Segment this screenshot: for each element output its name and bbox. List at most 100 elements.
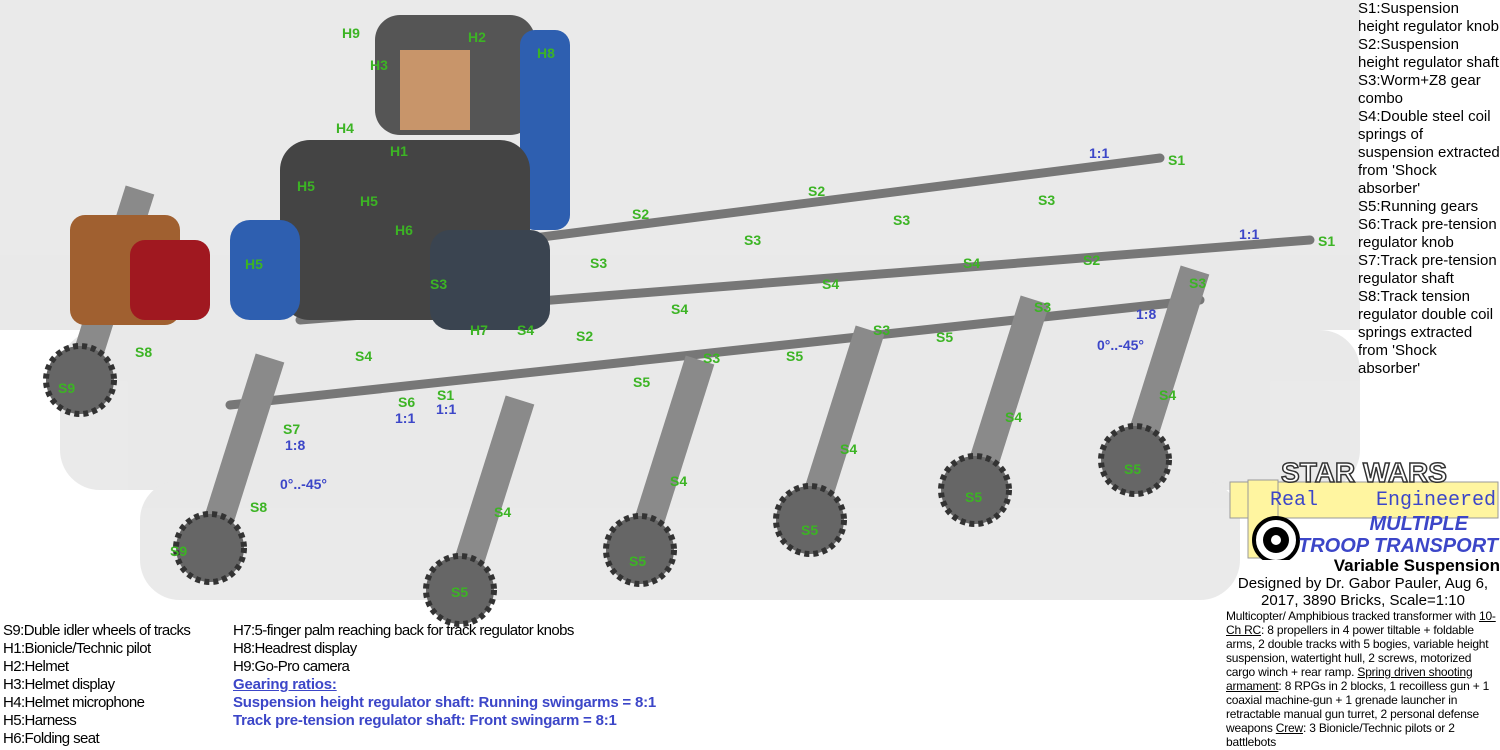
part-label: H8: [537, 45, 555, 61]
part-label: S9: [58, 380, 76, 396]
part-label: 1:1: [436, 401, 457, 417]
part-label: S4: [1159, 387, 1177, 403]
part-label: H5: [245, 256, 263, 272]
part-label: S3: [430, 276, 448, 292]
part-label: S5: [1124, 461, 1142, 477]
part-label: S3: [1189, 275, 1207, 291]
part-label: S5: [451, 584, 469, 600]
legend-item: H7:5-finger palm reaching back for track…: [233, 622, 574, 639]
running-gear-wheel: [938, 453, 1012, 527]
part-label: S1: [1168, 152, 1186, 168]
bogies: [43, 185, 1210, 627]
logo-real: Real: [1270, 489, 1318, 512]
part-label: H3: [370, 57, 388, 73]
part-label: H4: [336, 120, 354, 136]
legend-item: H5:Harness: [3, 712, 77, 729]
part-label: S1: [1318, 233, 1336, 249]
part-label: S4: [517, 322, 535, 338]
legend-item: S1:Suspension height regulator knob: [1358, 0, 1499, 35]
legend-item: H4:Helmet microphone: [3, 694, 145, 711]
legend-item: H3:Helmet display: [3, 676, 115, 693]
legend-item: H2:Helmet: [3, 658, 69, 675]
part-label: S4: [355, 348, 373, 364]
part-label: 1:8: [285, 437, 306, 453]
legend-item: H9:Go-Pro camera: [233, 658, 350, 675]
part-label: S2: [1083, 252, 1101, 268]
gearing-title: Gearing ratios:: [233, 676, 337, 693]
part-label: S3: [1038, 192, 1056, 208]
legend-bottom-middle: H7:5-finger palm reaching back for track…: [233, 622, 656, 730]
armament-title: Spring driven shooting armament: [1226, 665, 1473, 693]
part-label: S4: [494, 504, 512, 520]
part-label: H2: [468, 29, 486, 45]
part-label: S4: [840, 441, 858, 457]
part-label: S4: [822, 276, 840, 292]
part-label: S4: [1005, 409, 1023, 425]
running-gear-wheel: [603, 513, 677, 587]
crew-title: Crew: [1275, 721, 1303, 735]
pilot: [70, 15, 570, 330]
part-label: H5: [360, 193, 378, 209]
legend-item: S3:Worm+Z8 gear combo: [1358, 72, 1481, 107]
description: Multicopter/ Amphibious tracked transfor…: [1226, 609, 1500, 749]
legend-right: S1:Suspension height regulator knob S2:S…: [1358, 0, 1500, 378]
logo-troop-transport: TROOP TRANSPORT: [1298, 535, 1500, 557]
part-label: S4: [670, 473, 688, 489]
desc-text: : 8 propellers in 4 power tiltable + fol…: [1226, 623, 1489, 679]
legend-bottom-left: S9:Duble idler wheels of tracks H1:Bioni…: [3, 622, 191, 748]
part-label: S3: [590, 255, 608, 271]
part-label: S3: [703, 350, 721, 366]
legend-item: S4:Double steel coil springs of suspensi…: [1358, 108, 1500, 197]
part-label: S4: [963, 255, 981, 271]
part-label: H7: [470, 322, 488, 338]
running-gear-wheel: [773, 483, 847, 557]
part-label: 0°..-45°: [280, 476, 327, 492]
logo-engineered: Engineered: [1376, 489, 1496, 512]
part-label: 1:1: [1089, 145, 1110, 161]
part-label: S5: [629, 553, 647, 569]
part-label: S5: [936, 329, 954, 345]
running-gear-wheel: [423, 553, 497, 627]
part-label: S5: [633, 374, 651, 390]
part-label: S8: [250, 499, 268, 515]
running-gear-wheel: [173, 511, 247, 585]
part-label: S7: [283, 421, 301, 437]
legend-item: S9:Duble idler wheels of tracks: [3, 622, 191, 639]
gearing-line: Suspension height regulator shaft: Runni…: [233, 694, 657, 711]
part-label: 0°..-45°: [1097, 337, 1144, 353]
part-label: S8: [135, 344, 153, 360]
part-label: S2: [808, 183, 826, 199]
part-label: S4: [671, 301, 689, 317]
part-label: S3: [873, 322, 891, 338]
star-wars-logo: STAR WARS Real Engineered MULTIPLE TROOP…: [1229, 460, 1500, 560]
running-gear-wheel: [1098, 423, 1172, 497]
part-label: S9: [170, 543, 188, 559]
desc-rc: 10-Ch RC: [1226, 609, 1496, 637]
part-label: S5: [965, 489, 983, 505]
credits: Variable Suspension Designed by Dr. Gabo…: [1226, 556, 1500, 749]
running-gear-wheel: [43, 343, 117, 417]
gearing-line: Track pre-tension regulator shaft: Front…: [233, 712, 617, 729]
legend-item: H1:Bionicle/Technic pilot: [3, 640, 151, 657]
legend-item: S8:Track tension regulator double coil s…: [1358, 288, 1494, 377]
part-label: S2: [632, 206, 650, 222]
part-label: S6: [398, 394, 416, 410]
logo-multiple: MULTIPLE: [1369, 513, 1468, 535]
legend-item: S2:Suspension height regulator shaft: [1358, 36, 1499, 71]
part-label: 1:1: [1239, 226, 1260, 242]
legend-item: S5:Running gears: [1358, 198, 1479, 215]
logo-star-wars: STAR WARS: [1281, 460, 1447, 488]
subtitle: Variable Suspension: [1333, 556, 1500, 575]
part-label: H5: [297, 178, 315, 194]
legend-item: H8:Headrest display: [233, 640, 357, 657]
legend-item: S7:Track pre-tension regulator shaft: [1358, 252, 1497, 287]
part-label: S3: [893, 212, 911, 228]
part-label: S5: [786, 348, 804, 364]
desc-text: Multicopter/ Amphibious tracked transfor…: [1226, 609, 1479, 623]
part-label: S3: [744, 232, 762, 248]
legend-item: S6:Track pre-tension regulator knob: [1358, 216, 1497, 251]
part-label: S5: [801, 522, 819, 538]
armament-text: : 8 RPGs in 2 blocks, 1 recoilless gun +…: [1226, 679, 1490, 735]
